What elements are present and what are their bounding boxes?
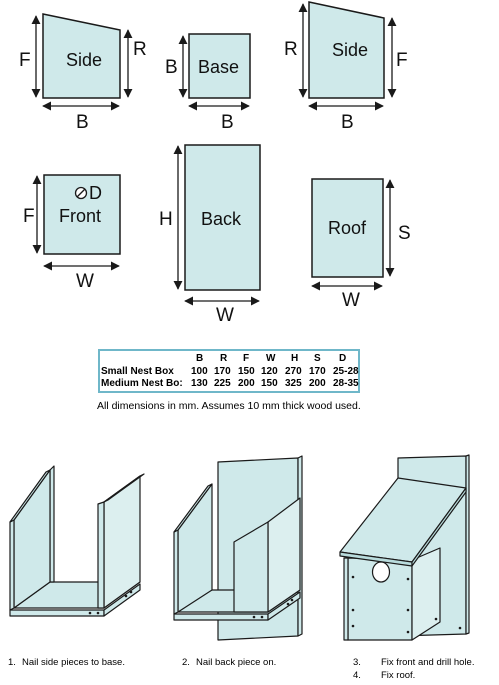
front-label: Front bbox=[59, 206, 102, 226]
table-cell: 200 bbox=[309, 378, 326, 389]
dim-label-b: B bbox=[165, 57, 178, 78]
table-cell: 225 bbox=[214, 378, 231, 389]
roof-panel bbox=[311, 178, 384, 278]
side-left-label: Side bbox=[66, 50, 103, 70]
step-text: Fix front and drill hole. bbox=[381, 657, 475, 668]
dim-label-w: W bbox=[216, 305, 234, 326]
hole-diameter-label: D bbox=[89, 183, 102, 203]
table-cell: 325 bbox=[285, 378, 302, 389]
step-text: Nail side pieces to base. bbox=[22, 657, 125, 668]
side-left-panel bbox=[42, 13, 121, 99]
dim-label-b: B bbox=[221, 112, 234, 133]
side-right-panel bbox=[308, 1, 385, 99]
dim-label-f: F bbox=[396, 50, 408, 71]
step-text: Fix roof. bbox=[381, 670, 416, 681]
table-header: S bbox=[314, 353, 321, 364]
roof-label: Roof bbox=[328, 218, 367, 238]
table-cell: 170 bbox=[214, 366, 231, 377]
nail-dots bbox=[351, 575, 462, 634]
dimensions-table bbox=[98, 349, 360, 393]
nail-dots bbox=[88, 590, 133, 615]
table-cell: 130 bbox=[191, 378, 208, 389]
table-cell: 270 bbox=[285, 366, 302, 377]
dim-label-f: F bbox=[23, 206, 35, 227]
entrance-hole-icon bbox=[371, 561, 391, 583]
dim-label-r: R bbox=[284, 39, 298, 60]
dim-label-w: W bbox=[342, 290, 360, 311]
nail-dots bbox=[252, 598, 294, 619]
table-cell: 25-28 bbox=[333, 366, 359, 377]
dim-label-f: F bbox=[19, 50, 31, 71]
dim-label-s: S bbox=[398, 223, 411, 244]
dim-label-w: W bbox=[76, 271, 94, 292]
table-cell: 100 bbox=[191, 366, 208, 377]
assembly-step-2 bbox=[173, 455, 303, 641]
table-header: B bbox=[196, 353, 204, 364]
assembly-step-3 bbox=[339, 454, 470, 641]
dim-label-b: B bbox=[341, 112, 354, 133]
table-row-name: Medium Nest Bo: bbox=[101, 378, 183, 389]
base-label: Base bbox=[198, 57, 240, 77]
dim-label-r: R bbox=[133, 39, 147, 60]
step-number: 3. bbox=[353, 657, 361, 668]
step-number: 2. bbox=[182, 657, 190, 668]
dim-label-h: H bbox=[159, 209, 173, 230]
table-header: H bbox=[291, 353, 299, 364]
step-text: Nail back piece on. bbox=[196, 657, 277, 668]
table-header: W bbox=[266, 353, 276, 364]
table-header: D bbox=[339, 353, 347, 364]
side-right-label: Side bbox=[332, 40, 369, 60]
assembly-step-1 bbox=[9, 465, 145, 617]
step-number: 1. bbox=[8, 657, 16, 668]
base-panel bbox=[188, 33, 251, 99]
table-header: F bbox=[243, 353, 250, 364]
drill-hole-icon bbox=[74, 186, 88, 200]
dimensions-note: All dimensions in mm. Assumes 10 mm thic… bbox=[97, 400, 361, 412]
table-cell: 28-35 bbox=[333, 378, 359, 389]
back-label: Back bbox=[201, 209, 242, 229]
table-cell: 200 bbox=[238, 378, 255, 389]
table-row-name: Small Nest Box bbox=[101, 366, 174, 377]
back-panel bbox=[184, 144, 261, 291]
table-cell: 150 bbox=[261, 378, 278, 389]
dim-label-b: B bbox=[76, 112, 89, 133]
table-cell: 150 bbox=[238, 366, 255, 377]
table-cell: 120 bbox=[261, 366, 278, 377]
front-panel bbox=[43, 174, 121, 255]
table-header: R bbox=[220, 353, 228, 364]
table-cell: 170 bbox=[309, 366, 326, 377]
step-number: 4. bbox=[353, 670, 361, 681]
